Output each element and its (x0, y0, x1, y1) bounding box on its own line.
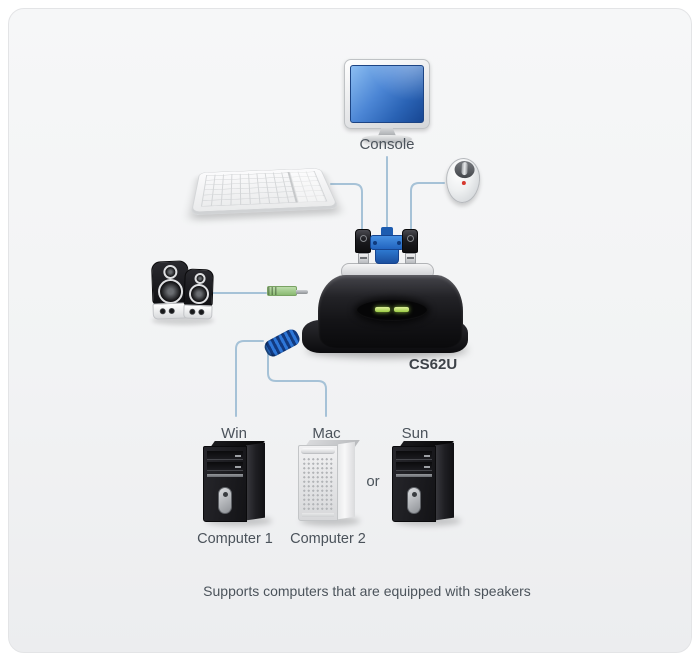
monitor-screen (350, 65, 424, 123)
computer-tower-icon-sun (392, 441, 454, 525)
port1-led (375, 307, 390, 312)
or-label: or (366, 473, 380, 490)
computer-tower-icon-win (203, 441, 265, 525)
monitor-stand-base (362, 135, 412, 143)
kvm-led-recess (357, 300, 427, 321)
vga-connector-icon (370, 227, 404, 264)
keyboard-cable-line (330, 183, 363, 232)
computer2-cable-line (267, 349, 327, 417)
footnote-text: Supports computers that are equipped wit… (203, 583, 531, 599)
console-label: Console (359, 136, 415, 153)
mouse-scroll-wheel (461, 161, 468, 176)
device-model-label: CS62U (408, 356, 458, 373)
computer2-caption: Computer 2 (290, 531, 366, 547)
monitor-stand-neck (378, 128, 396, 136)
computer2-os-label: Mac (312, 425, 341, 442)
computer1-os-label: Win (221, 425, 247, 442)
speaker-right (183, 268, 214, 320)
audio-plug-icon (267, 286, 308, 296)
computer1-cable-line (235, 340, 264, 417)
computer1-caption: Computer 1 (197, 531, 273, 547)
kvm-switch-icon (318, 275, 463, 348)
monitor-icon (344, 59, 430, 129)
port2-led (394, 307, 409, 312)
mouse-led (461, 180, 466, 186)
computer3-os-label: Sun (401, 425, 429, 442)
speakers-shadow (152, 316, 214, 325)
speakers-icon (150, 257, 216, 323)
tower-shadow (300, 516, 360, 526)
usb-connector-icon (355, 229, 371, 265)
keyboard-icon (190, 168, 340, 216)
usb-connector-icon (402, 229, 418, 265)
computer-tower-icon-mac (298, 440, 360, 524)
mouse-cable-line (410, 182, 445, 232)
